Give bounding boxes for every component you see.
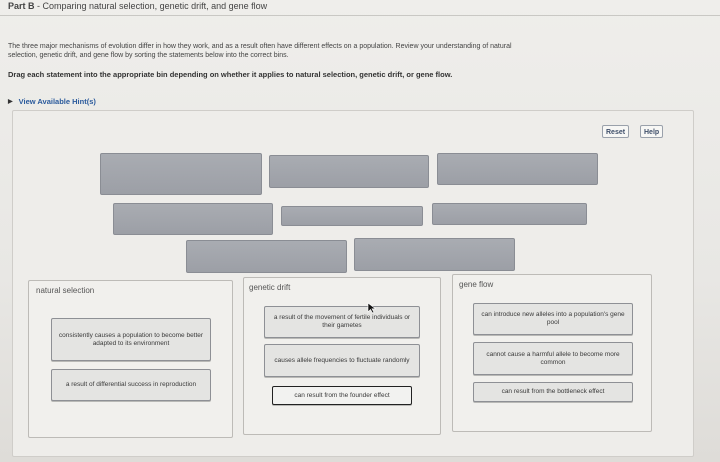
bin-label-natural-selection: natural selection xyxy=(36,286,95,295)
statement-card[interactable]: a result of differential success in repr… xyxy=(51,369,211,401)
word-bank-slot[interactable] xyxy=(437,153,598,185)
statement-card[interactable]: causes allele frequencies to fluctuate r… xyxy=(264,344,420,377)
word-bank-slot[interactable] xyxy=(186,240,347,273)
header-divider xyxy=(0,15,720,16)
word-bank-slot[interactable] xyxy=(269,155,429,188)
mouse-cursor-icon xyxy=(367,302,377,314)
view-hints-label: View Available Hint(s) xyxy=(18,97,96,106)
intro-text: The three major mechanisms of evolution … xyxy=(8,42,720,60)
instruction-text: Drag each statement into the appropriate… xyxy=(8,70,453,79)
statement-card[interactable]: can result from the bottleneck effect xyxy=(473,382,633,402)
statement-card[interactable]: can introduce new alleles into a populat… xyxy=(473,303,633,335)
statement-card[interactable]: a result of the movement of fertile indi… xyxy=(264,306,420,338)
statement-card-selected[interactable]: can result from the founder effect xyxy=(272,386,412,405)
word-bank-slot[interactable] xyxy=(354,238,515,271)
part-title-text: - Comparing natural selection, genetic d… xyxy=(34,1,268,11)
part-label: Part B xyxy=(8,1,35,11)
reset-button[interactable]: Reset xyxy=(602,125,630,138)
triangle-right-icon: ▶ xyxy=(8,99,13,105)
statement-card[interactable]: cannot cause a harmful allele to become … xyxy=(473,342,633,375)
intro-line-1: The three major mechanisms of evolution … xyxy=(8,43,512,50)
word-bank-slot[interactable] xyxy=(281,206,423,226)
intro-line-2: selection, genetic drift, and gene flow … xyxy=(8,52,289,59)
statement-card[interactable]: consistently causes a population to beco… xyxy=(51,318,211,361)
view-hints-link[interactable]: ▶ View Available Hint(s) xyxy=(8,97,96,106)
help-button[interactable]: Help xyxy=(640,125,664,138)
part-title: Part B - Comparing natural selection, ge… xyxy=(8,1,267,11)
word-bank-slot[interactable] xyxy=(113,203,273,235)
word-bank-slot[interactable] xyxy=(432,203,587,225)
word-bank-slot[interactable] xyxy=(100,153,262,195)
bin-label-genetic-drift: genetic drift xyxy=(249,283,291,292)
bin-label-gene-flow: gene flow xyxy=(459,280,494,289)
